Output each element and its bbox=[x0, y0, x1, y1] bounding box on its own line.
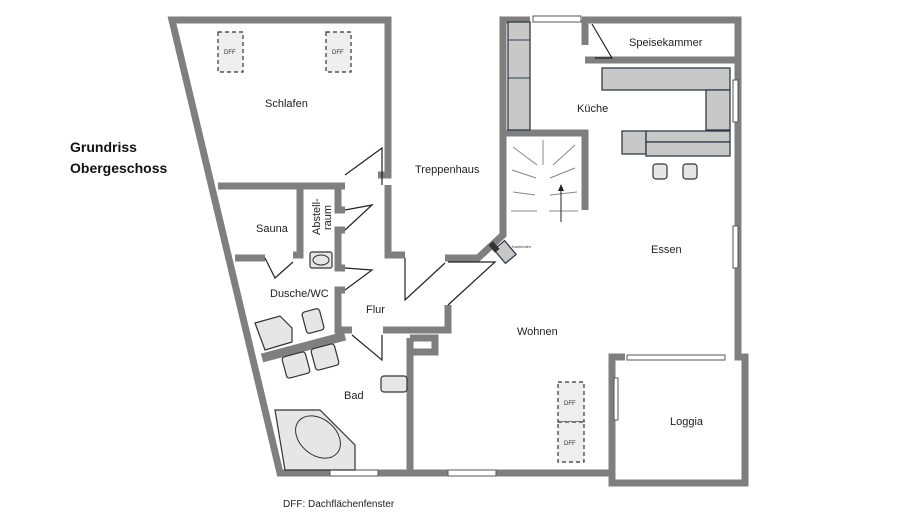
room-label-abstellraum-2: raum bbox=[322, 205, 334, 230]
kitchen-furniture bbox=[507, 21, 731, 180]
room-label-loggia: Loggia bbox=[670, 416, 704, 428]
roof-windows: DFF DFF DFF DFF bbox=[217, 31, 585, 463]
title-line-2: Obergeschoss bbox=[70, 160, 167, 176]
bathroom-fixtures bbox=[254, 251, 408, 471]
fireplace: Kaminofen bbox=[488, 239, 531, 265]
doors bbox=[264, 23, 614, 362]
windows bbox=[329, 15, 739, 477]
dff-label: DFF bbox=[564, 401, 576, 407]
staircase bbox=[511, 140, 578, 222]
dff-label: DFF bbox=[224, 50, 236, 56]
room-label-treppenhaus: Treppenhaus bbox=[415, 164, 480, 176]
room-labels: Schlafen Sauna Abstell- raum Dusche/WC F… bbox=[256, 37, 704, 428]
room-label-speisekammer: Speisekammer bbox=[629, 37, 703, 49]
room-label-flur: Flur bbox=[366, 304, 385, 316]
room-label-sauna: Sauna bbox=[256, 223, 289, 235]
dff-label: DFF bbox=[332, 50, 344, 56]
room-label-bad: Bad bbox=[344, 390, 364, 402]
room-label-abstellraum-1: Abstell- bbox=[311, 198, 323, 235]
title-line-1: Grundriss bbox=[70, 139, 137, 155]
dff-label: DFF bbox=[564, 441, 576, 447]
room-label-wohnen: Wohnen bbox=[517, 326, 558, 338]
room-label-schlafen: Schlafen bbox=[265, 98, 308, 110]
room-label-essen: Essen bbox=[651, 244, 682, 256]
kaminofen-label: Kaminofen bbox=[512, 244, 531, 249]
room-label-kueche: Küche bbox=[577, 103, 608, 115]
room-label-dusche: Dusche/WC bbox=[270, 288, 329, 300]
legend-text: DFF: Dachflächenfenster bbox=[283, 499, 395, 510]
